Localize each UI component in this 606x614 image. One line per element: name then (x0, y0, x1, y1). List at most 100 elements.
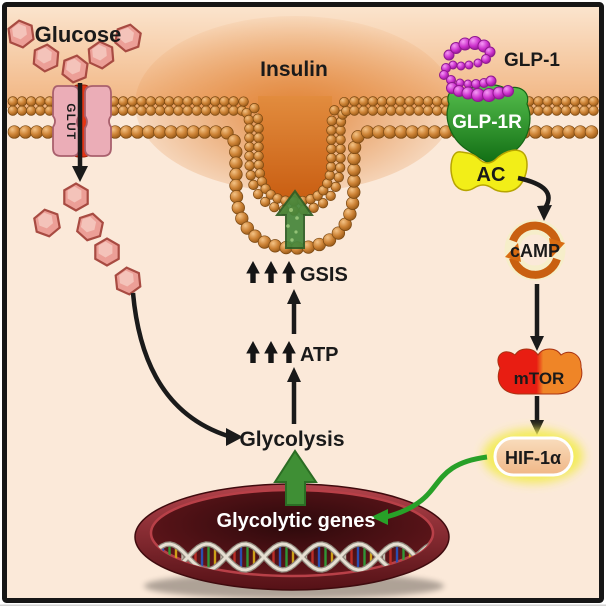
outer-leaflet-beads (7, 96, 599, 216)
ac-enzyme: AC (450, 149, 528, 193)
membrane-bead (238, 96, 249, 107)
membrane-bead (244, 132, 255, 143)
glp1-bead (443, 49, 455, 61)
membrane-bead (422, 96, 434, 107)
membrane-bead (191, 105, 202, 116)
glucose-hexagon-face (37, 47, 52, 64)
glut-label: GLUT (64, 103, 76, 140)
membrane-bead (570, 96, 581, 107)
membrane-bead (551, 105, 562, 116)
membrane-bead (7, 105, 18, 116)
membrane-bead (325, 190, 336, 202)
glp1-bead (481, 54, 491, 64)
bottom-edge-line (0, 604, 606, 606)
membrane-bead (347, 174, 361, 188)
membrane-bead (191, 96, 202, 107)
membrane-bead (339, 96, 350, 108)
membrane-bead (253, 150, 264, 162)
glp1r-receptor: GLP-1R (446, 84, 531, 167)
membrane-bead (16, 105, 28, 116)
ac-to-camp-arrow (517, 175, 552, 221)
membrane-bead (386, 96, 397, 107)
membrane-bead (422, 105, 434, 116)
membrane-bead (154, 96, 166, 107)
membrane-bead (145, 105, 156, 116)
glucose-to-glycolysis-arrow (130, 292, 243, 446)
camp-to-mtor-arrow (530, 284, 544, 351)
membrane-bead (269, 201, 280, 213)
membrane-bead (26, 96, 37, 107)
membrane-bead (413, 96, 424, 107)
membrane-bead (249, 103, 260, 114)
membrane-bead (7, 125, 21, 139)
membrane-bead (253, 141, 264, 153)
membrane-bead (127, 96, 138, 107)
atp-to-gsis-arrow (287, 289, 301, 334)
membrane-bead (413, 105, 424, 116)
membrane-bead (219, 96, 230, 107)
membrane-bead (253, 132, 264, 143)
glycolysis-label: Glycolysis (239, 428, 344, 451)
glucose-hexagon-face (67, 186, 82, 203)
glp1-bead (439, 70, 449, 80)
membrane-bead (16, 96, 28, 107)
glucose-label: Glucose (35, 22, 122, 47)
membrane-bead (253, 123, 264, 134)
membrane-bead (7, 96, 18, 107)
membrane-bead (326, 115, 337, 126)
membrane-bead (335, 134, 346, 145)
membrane-bead (333, 172, 344, 183)
membrane-bead (136, 96, 147, 107)
gsis-label: GSIS (300, 264, 348, 286)
membrane-bead (182, 105, 193, 116)
camp-cycle: cAMP (504, 219, 566, 281)
membrane-bead (173, 96, 184, 107)
membrane-bead (200, 105, 212, 116)
glucose-hexagon-face (92, 44, 107, 61)
mtor-label: mTOR (514, 369, 565, 388)
membrane-bead (349, 96, 360, 107)
glucose-hexagon-face (80, 216, 97, 233)
membrane-bead (119, 125, 133, 139)
membrane-bead (367, 105, 378, 116)
membrane-bead (416, 125, 431, 139)
glp1-bead (464, 60, 474, 70)
membrane-bead (395, 105, 406, 116)
membrane-bead (404, 105, 415, 116)
glucose-hexagon-face (98, 241, 113, 258)
membrane-bead (173, 105, 184, 116)
membrane-bead (229, 190, 244, 204)
membrane-bead (200, 96, 212, 107)
membrane-bead (551, 125, 565, 139)
membrane-bead (367, 96, 378, 107)
membrane-bead (347, 151, 361, 166)
membrane-invagination-cavity (258, 96, 332, 204)
membrane-bead (349, 105, 360, 116)
glp1-bead (485, 75, 497, 87)
insulin-secretion-arrow (275, 189, 314, 249)
membrane-bead (164, 96, 175, 107)
membrane-bead (588, 105, 599, 116)
membrane-bead (386, 105, 397, 116)
hif1a-protein: HIF-1α (483, 429, 583, 483)
glut-transporter: GLUT (52, 84, 112, 158)
membrane-bead (335, 162, 346, 173)
membrane-bead (395, 96, 406, 107)
glycolytic-genes-label: Glycolytic genes (217, 510, 376, 532)
gsis-up-arrows (246, 261, 296, 283)
membrane-bead (118, 96, 129, 107)
membrane-bead (182, 96, 193, 107)
membrane-bead (335, 152, 346, 164)
glucose-hexagon-face (119, 27, 134, 44)
membrane-bead (335, 125, 346, 136)
membrane-bead (528, 125, 543, 139)
ac-label: AC (477, 164, 506, 186)
membrane-bead (347, 163, 361, 177)
glp1-bead (456, 61, 466, 71)
insulin-label: Insulin (260, 58, 328, 81)
membrane-bead (219, 105, 230, 116)
membrane-bead (325, 161, 337, 173)
glucose-hexagon-face (38, 212, 53, 229)
hif1a-to-genes-arrow (371, 454, 488, 525)
